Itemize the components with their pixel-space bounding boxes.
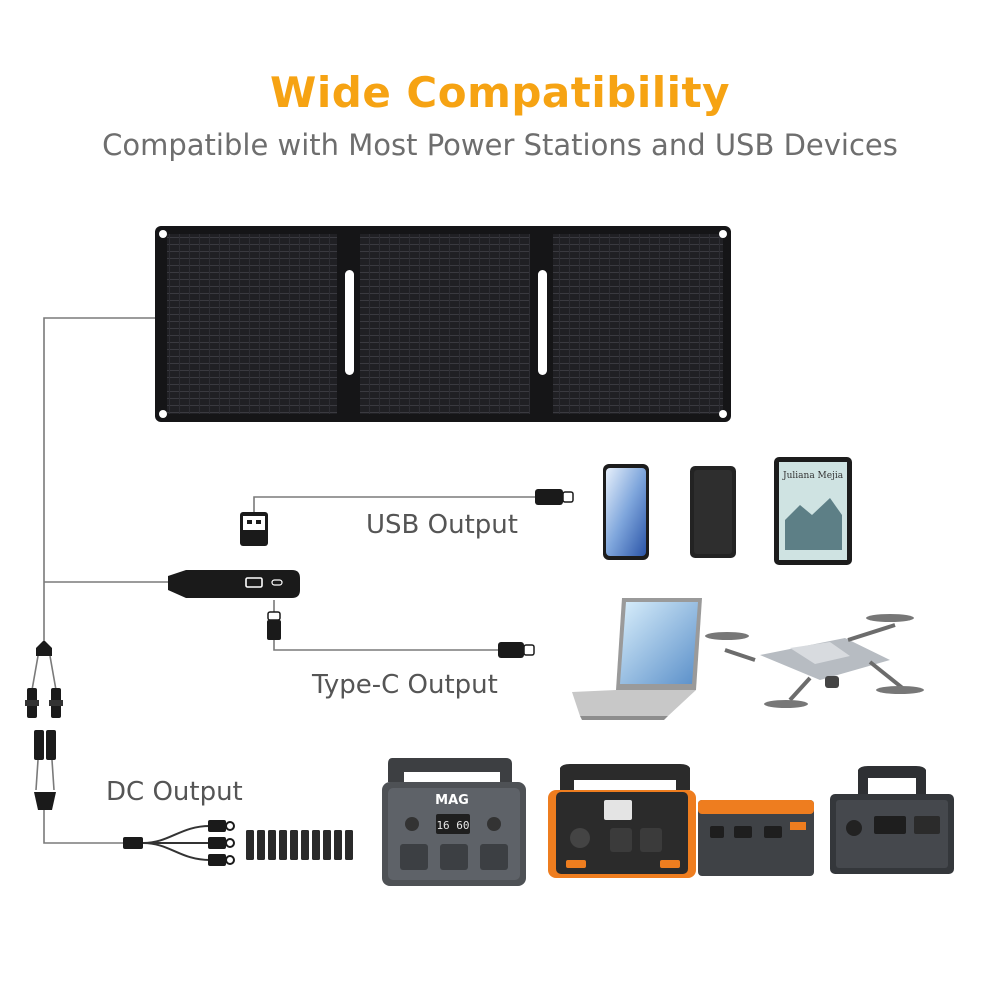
- tablet-text: Juliana Mejia: [782, 471, 844, 481]
- typec-output-label: Type-C Output: [312, 670, 498, 700]
- dc-output-label: DC Output: [106, 777, 243, 807]
- dc-splitter: [123, 820, 235, 866]
- usb-output-label: USB Output: [366, 510, 518, 540]
- power-bank-device: [690, 466, 736, 558]
- usb-c-plug-2: [267, 611, 281, 640]
- mc4-connectors: [25, 640, 63, 810]
- tablet-device: Juliana Mejia: [774, 457, 852, 565]
- station-display: 16 60: [436, 819, 469, 832]
- page-title: Wide Compatibility: [270, 68, 730, 117]
- station-brand: MAG: [435, 793, 469, 808]
- usb-a-plug: [240, 512, 268, 546]
- junction-box: [168, 570, 300, 598]
- page-subtitle: Compatible with Most Power Stations and …: [102, 128, 898, 162]
- dc-adapter-tips: [246, 830, 353, 860]
- typec-cable: [273, 600, 500, 651]
- power-station-orange: [548, 764, 696, 878]
- laptop-device: [572, 598, 702, 720]
- power-station-compact: [698, 800, 814, 876]
- usb-c-plug-1: [535, 489, 574, 505]
- power-station-grey: [830, 766, 954, 874]
- usb-c-plug-3: [498, 642, 535, 658]
- power-station-mag: MAG 16 60: [382, 758, 526, 886]
- solar-panel: [155, 226, 731, 422]
- drone-device: [705, 614, 924, 708]
- main-cable: [43, 317, 185, 844]
- smartphone-device: [603, 464, 649, 560]
